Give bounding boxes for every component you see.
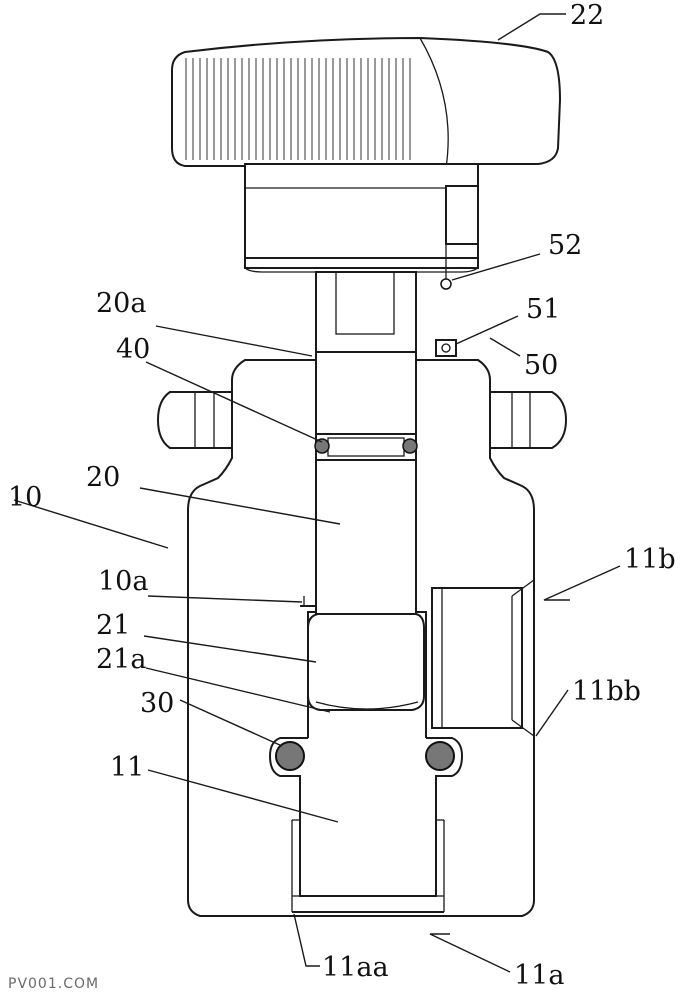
valve-stem-20 (315, 271, 417, 353)
label-20: 20 (86, 462, 120, 493)
label-21: 21 (96, 610, 130, 641)
label-51: 51 (526, 294, 560, 325)
label-52: 52 (548, 230, 582, 261)
label-30: 30 (140, 688, 174, 719)
label-11aa: 11aa (322, 952, 389, 983)
label-10a: 10a (98, 566, 148, 597)
label-50: 50 (524, 350, 558, 381)
knob-grip-ridges (185, 58, 411, 160)
valve-body-10 (156, 351, 568, 917)
knob-22 (171, 36, 562, 273)
lock-assembly-50 (435, 268, 457, 357)
label-21a: 21a (96, 644, 146, 675)
watermark-text: PV001.COM (8, 976, 99, 992)
reference-labels: 22 52 51 50 20a 40 20 10 10a 11b 21 21a … (8, 0, 676, 991)
label-22: 22 (570, 0, 604, 31)
label-40: 40 (116, 334, 150, 365)
label-20a: 20a (96, 288, 146, 319)
label-11bb: 11bb (572, 676, 641, 707)
label-11a: 11a (514, 960, 564, 991)
label-11: 11 (110, 752, 144, 783)
label-11b: 11b (624, 544, 676, 575)
label-10: 10 (8, 482, 42, 513)
leader-lines (13, 13, 621, 973)
